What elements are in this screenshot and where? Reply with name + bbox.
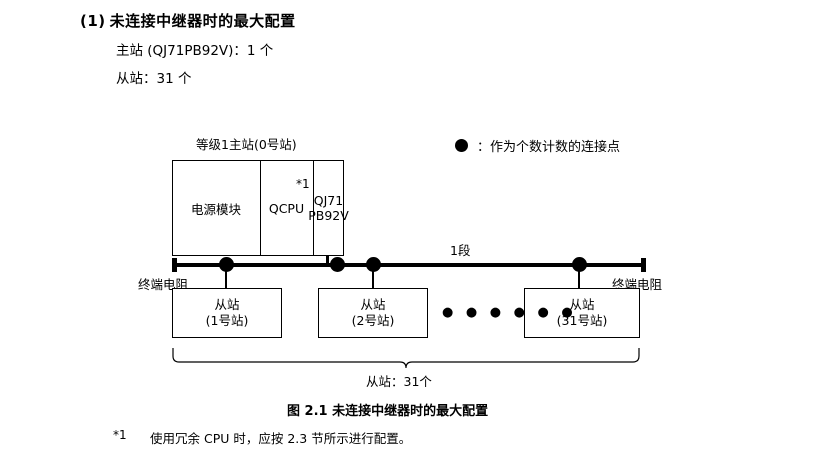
segment-label: 1段 (450, 243, 471, 258)
connection-node-1-icon (219, 257, 234, 272)
master-station-label: 等级1主站(0号站) (196, 137, 297, 152)
master-unit-divider-2 (313, 160, 314, 256)
footnote-marker-asterisk: *1 (296, 177, 310, 191)
bus-trunk-line (176, 263, 642, 267)
power-module-cell: 电源模块 (190, 201, 241, 217)
connection-node-2-icon (366, 257, 381, 272)
connection-node-31-icon (572, 257, 587, 272)
master-unit-divider-1 (260, 160, 261, 256)
slave-2-station: (2号站) (351, 313, 395, 328)
slave-station-box-31: 从站 (31号站) (524, 288, 640, 338)
slave-station-box-1: 从站 (1号站) (172, 288, 282, 338)
page-title: (1)未连接中继器时的最大配置 (80, 10, 296, 31)
slave-1-title: 从站 (214, 297, 240, 312)
terminator-right-cap (641, 258, 646, 272)
footnote-text: 使用冗余 CPU 时，应按 2.3 节所示进行配置。 (150, 431, 412, 446)
slaves-total-label: 从站：31个 (366, 374, 432, 389)
spec-line-slave: 从站：31 个 (116, 71, 192, 87)
qcpu-cell: QCPU (268, 200, 305, 216)
slave-1-drop-line (225, 265, 227, 288)
network-module-line1: QJ71 (313, 193, 344, 208)
master-unit-box (172, 160, 344, 256)
spec-line-master: 主站 (QJ71PB92V)：1 个 (116, 43, 274, 59)
slave-31-drop-line (578, 265, 580, 288)
master-drop-line (326, 256, 329, 265)
slave-station-box-2: 从站 (2号站) (318, 288, 428, 338)
heading-text: 未连接中继器时的最大配置 (109, 12, 296, 30)
filled-circle-icon (455, 139, 468, 152)
network-module-line2: PB92V (308, 208, 349, 223)
heading-number: (1) (80, 12, 106, 30)
connection-node-master-icon (330, 257, 345, 272)
legend-label: ：作为个数计数的连接点 (477, 140, 621, 155)
slave-31-station: (31号站) (556, 313, 608, 328)
footnote-mark: *1 (113, 428, 127, 442)
slaves-ellipsis: ● ● ● ● ● ● (442, 305, 577, 320)
slave-31-title: 从站 (569, 297, 595, 312)
slave-1-station: (1号站) (205, 313, 249, 328)
network-module-cell: QJ71 PB92V (308, 160, 349, 256)
terminator-left-cap (172, 258, 177, 272)
slave-2-title: 从站 (360, 297, 386, 312)
slaves-brace (172, 348, 640, 369)
slave-2-drop-line (372, 265, 374, 288)
figure-caption: 图 2.1 未连接中继器时的最大配置 (287, 404, 489, 419)
